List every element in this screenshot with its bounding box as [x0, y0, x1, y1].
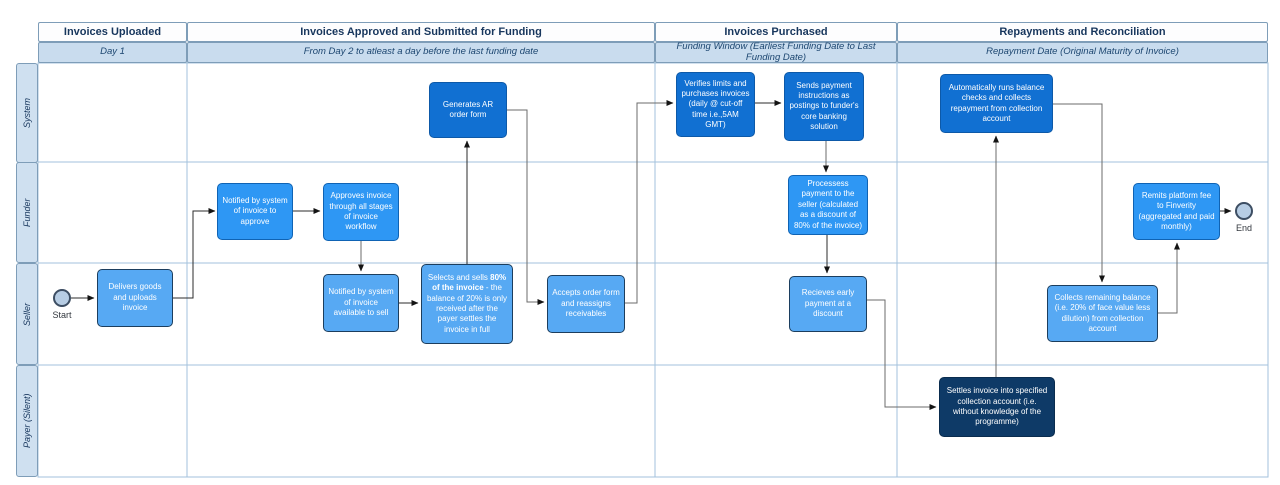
flow-connectors	[71, 100, 1232, 410]
column-subheader-repayment-date: Repayment Date (Original Maturity of Inv…	[897, 42, 1268, 63]
task-notified-invoice-to-approve[interactable]: Notified by system of invoice to approve	[217, 183, 293, 240]
start-event-label: Start	[52, 310, 72, 320]
task-approves-invoice-workflow[interactable]: Approves invoice through all stages of i…	[323, 183, 399, 241]
task-sends-payment-instructions[interactable]: Sends payment instructions as postings t…	[784, 72, 864, 141]
task-notified-invoice-available[interactable]: Notified by system of invoice available …	[323, 274, 399, 332]
start-event[interactable]	[53, 289, 71, 307]
column-subheader-day1: Day 1	[38, 42, 187, 63]
task-processes-payment-to-seller[interactable]: Processess payment to the seller (calcul…	[788, 175, 868, 235]
task-accepts-order-form[interactable]: Accepts order form and reassigns receiva…	[547, 275, 625, 333]
task-generates-ar-order-form[interactable]: Generates AR order form	[429, 82, 507, 138]
task-receives-early-payment[interactable]: Recieves early payment at a discount	[789, 276, 867, 332]
task-delivers-goods-uploads-invoice[interactable]: Delivers goods and uploads invoice	[97, 269, 173, 327]
column-header-invoices-approved: Invoices Approved and Submitted for Fund…	[187, 22, 655, 42]
task-selects-sells-invoice[interactable]: Selects and sells 80% of the invoice - t…	[421, 264, 513, 344]
task-collects-remaining-balance[interactable]: Collects remaining balance (i.e. 20% of …	[1047, 285, 1158, 342]
end-event-label: End	[1235, 223, 1252, 233]
column-header-repayments: Repayments and Reconciliation	[897, 22, 1268, 42]
lane-label-funder: Funder	[16, 162, 38, 263]
grid-lines	[37, 62, 1269, 478]
end-event[interactable]	[1235, 202, 1253, 220]
lane-label-seller: Seller	[16, 263, 38, 365]
column-subheader-funding-window: Funding Window (Earliest Funding Date to…	[655, 41, 897, 63]
column-header-invoices-uploaded: Invoices Uploaded	[38, 22, 187, 42]
task-settles-invoice-collection-account[interactable]: Settles invoice into specified collectio…	[939, 377, 1055, 437]
selects-sells-text: Selects and sells	[427, 272, 491, 282]
column-subheader-day2-window: From Day 2 to atleast a day before the l…	[187, 42, 655, 63]
column-header-invoices-purchased: Invoices Purchased	[655, 22, 897, 42]
lane-label-system: System	[16, 63, 38, 163]
lane-label-payer-silent: Payer (Silent)	[16, 365, 38, 477]
task-auto-balance-checks[interactable]: Automatically runs balance checks and co…	[940, 74, 1053, 133]
task-verifies-limits-purchases[interactable]: Verifies limits and purchases invoices (…	[676, 72, 755, 137]
task-remits-platform-fee[interactable]: Remits platform fee to Finverity (aggreg…	[1133, 183, 1220, 240]
